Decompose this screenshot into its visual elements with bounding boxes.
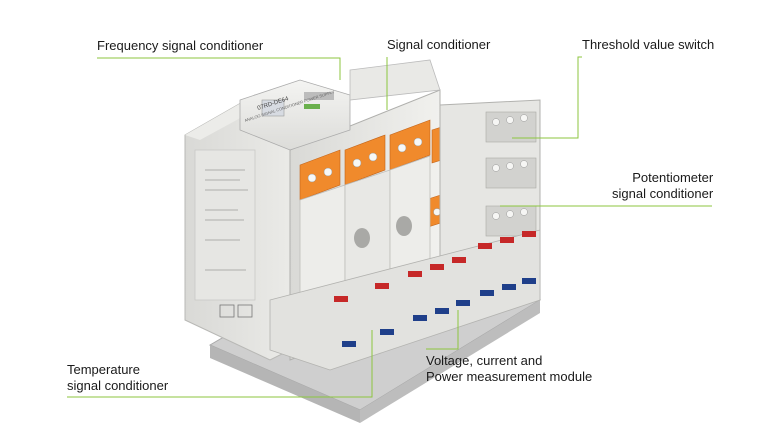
label-temperature-line1: Temperature	[67, 362, 140, 377]
label-voltage-line1: Voltage, current and	[426, 353, 543, 368]
label-potentiometer-line1: Potentiometer	[632, 170, 714, 185]
leader-threshold	[512, 56, 582, 139]
module-stack	[239, 59, 541, 371]
leader-temperature	[67, 330, 373, 398]
callout-lines	[67, 56, 712, 398]
label-voltage-line2: Power measurement module	[426, 369, 593, 384]
label-signal-conditioner: Signal conditioner	[387, 37, 491, 52]
label-threshold-value-switch: Threshold value switch	[582, 37, 715, 52]
leader-voltage	[426, 310, 459, 350]
label-potentiometer-line2: signal conditioner	[612, 186, 714, 201]
label-temperature-line2: signal conditioner	[67, 378, 169, 393]
label-temperature-signal-conditioner: Temperature signal conditioner	[67, 362, 168, 394]
label-voltage-current-power-module: Voltage, current and Power measurement m…	[426, 353, 592, 385]
label-frequency-signal-conditioner: Frequency signal conditioner	[97, 38, 264, 53]
leader-frequency	[97, 57, 341, 80]
label-potentiometer-signal-conditioner: Potentiometer signal conditioner	[612, 170, 713, 202]
